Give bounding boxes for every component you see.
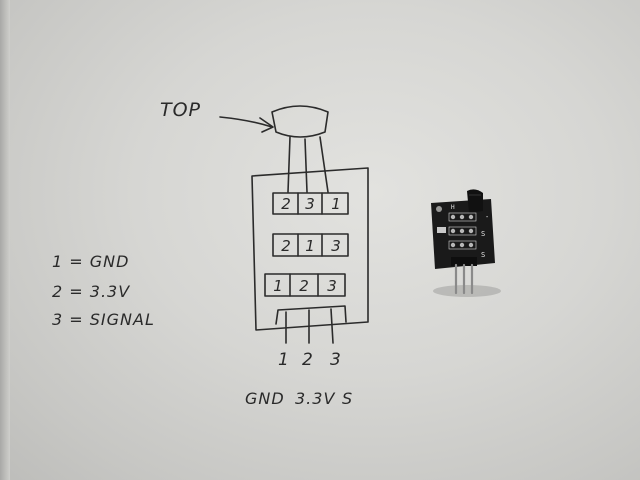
- pin-label-voltage: 3.3V: [295, 389, 335, 408]
- sensor-head-outline: [272, 106, 328, 137]
- legend-line: 3 = SIGNAL: [52, 310, 155, 329]
- arrow-line: [220, 117, 272, 127]
- connector-top-cell: 2: [276, 195, 296, 213]
- sensor-leg-1: [288, 137, 290, 192]
- pin-number: 1: [278, 350, 290, 370]
- sensor-leg-3: [320, 137, 328, 192]
- sensor-leg-2: [305, 139, 307, 192]
- silk-label-minus: -: [485, 213, 489, 221]
- sensor-module-photo: H - S S: [425, 185, 505, 300]
- connector-mid-cell: 1: [300, 237, 320, 255]
- legend-line: 1 = GND: [52, 252, 129, 271]
- pin-label-gnd: GND: [245, 389, 285, 408]
- connector-mid-cell: 3: [326, 237, 346, 255]
- top-label: TOP: [160, 99, 201, 121]
- pin-label-signal: S: [342, 389, 353, 408]
- resistor: [437, 227, 446, 233]
- connector-low-cell: 3: [322, 277, 342, 295]
- silk-label-s-low: S: [481, 251, 485, 259]
- hall-sensor-body: [467, 189, 483, 213]
- mounting-hole: [436, 206, 442, 212]
- connector-low-cell: 2: [294, 277, 314, 295]
- connector-top-cell: 3: [300, 195, 320, 213]
- legend-line: 2 = 3.3V: [52, 282, 130, 301]
- connector-mid-cell: 2: [276, 237, 296, 255]
- pin-line-3: [331, 309, 333, 343]
- silk-label-s-mid: S: [481, 230, 485, 238]
- pin-number: 2: [302, 350, 314, 370]
- pin-number: 3: [330, 350, 342, 370]
- silk-label-top: H: [451, 204, 455, 211]
- connector-top-cell: 1: [326, 195, 346, 213]
- connector-low-cell: 1: [268, 277, 288, 295]
